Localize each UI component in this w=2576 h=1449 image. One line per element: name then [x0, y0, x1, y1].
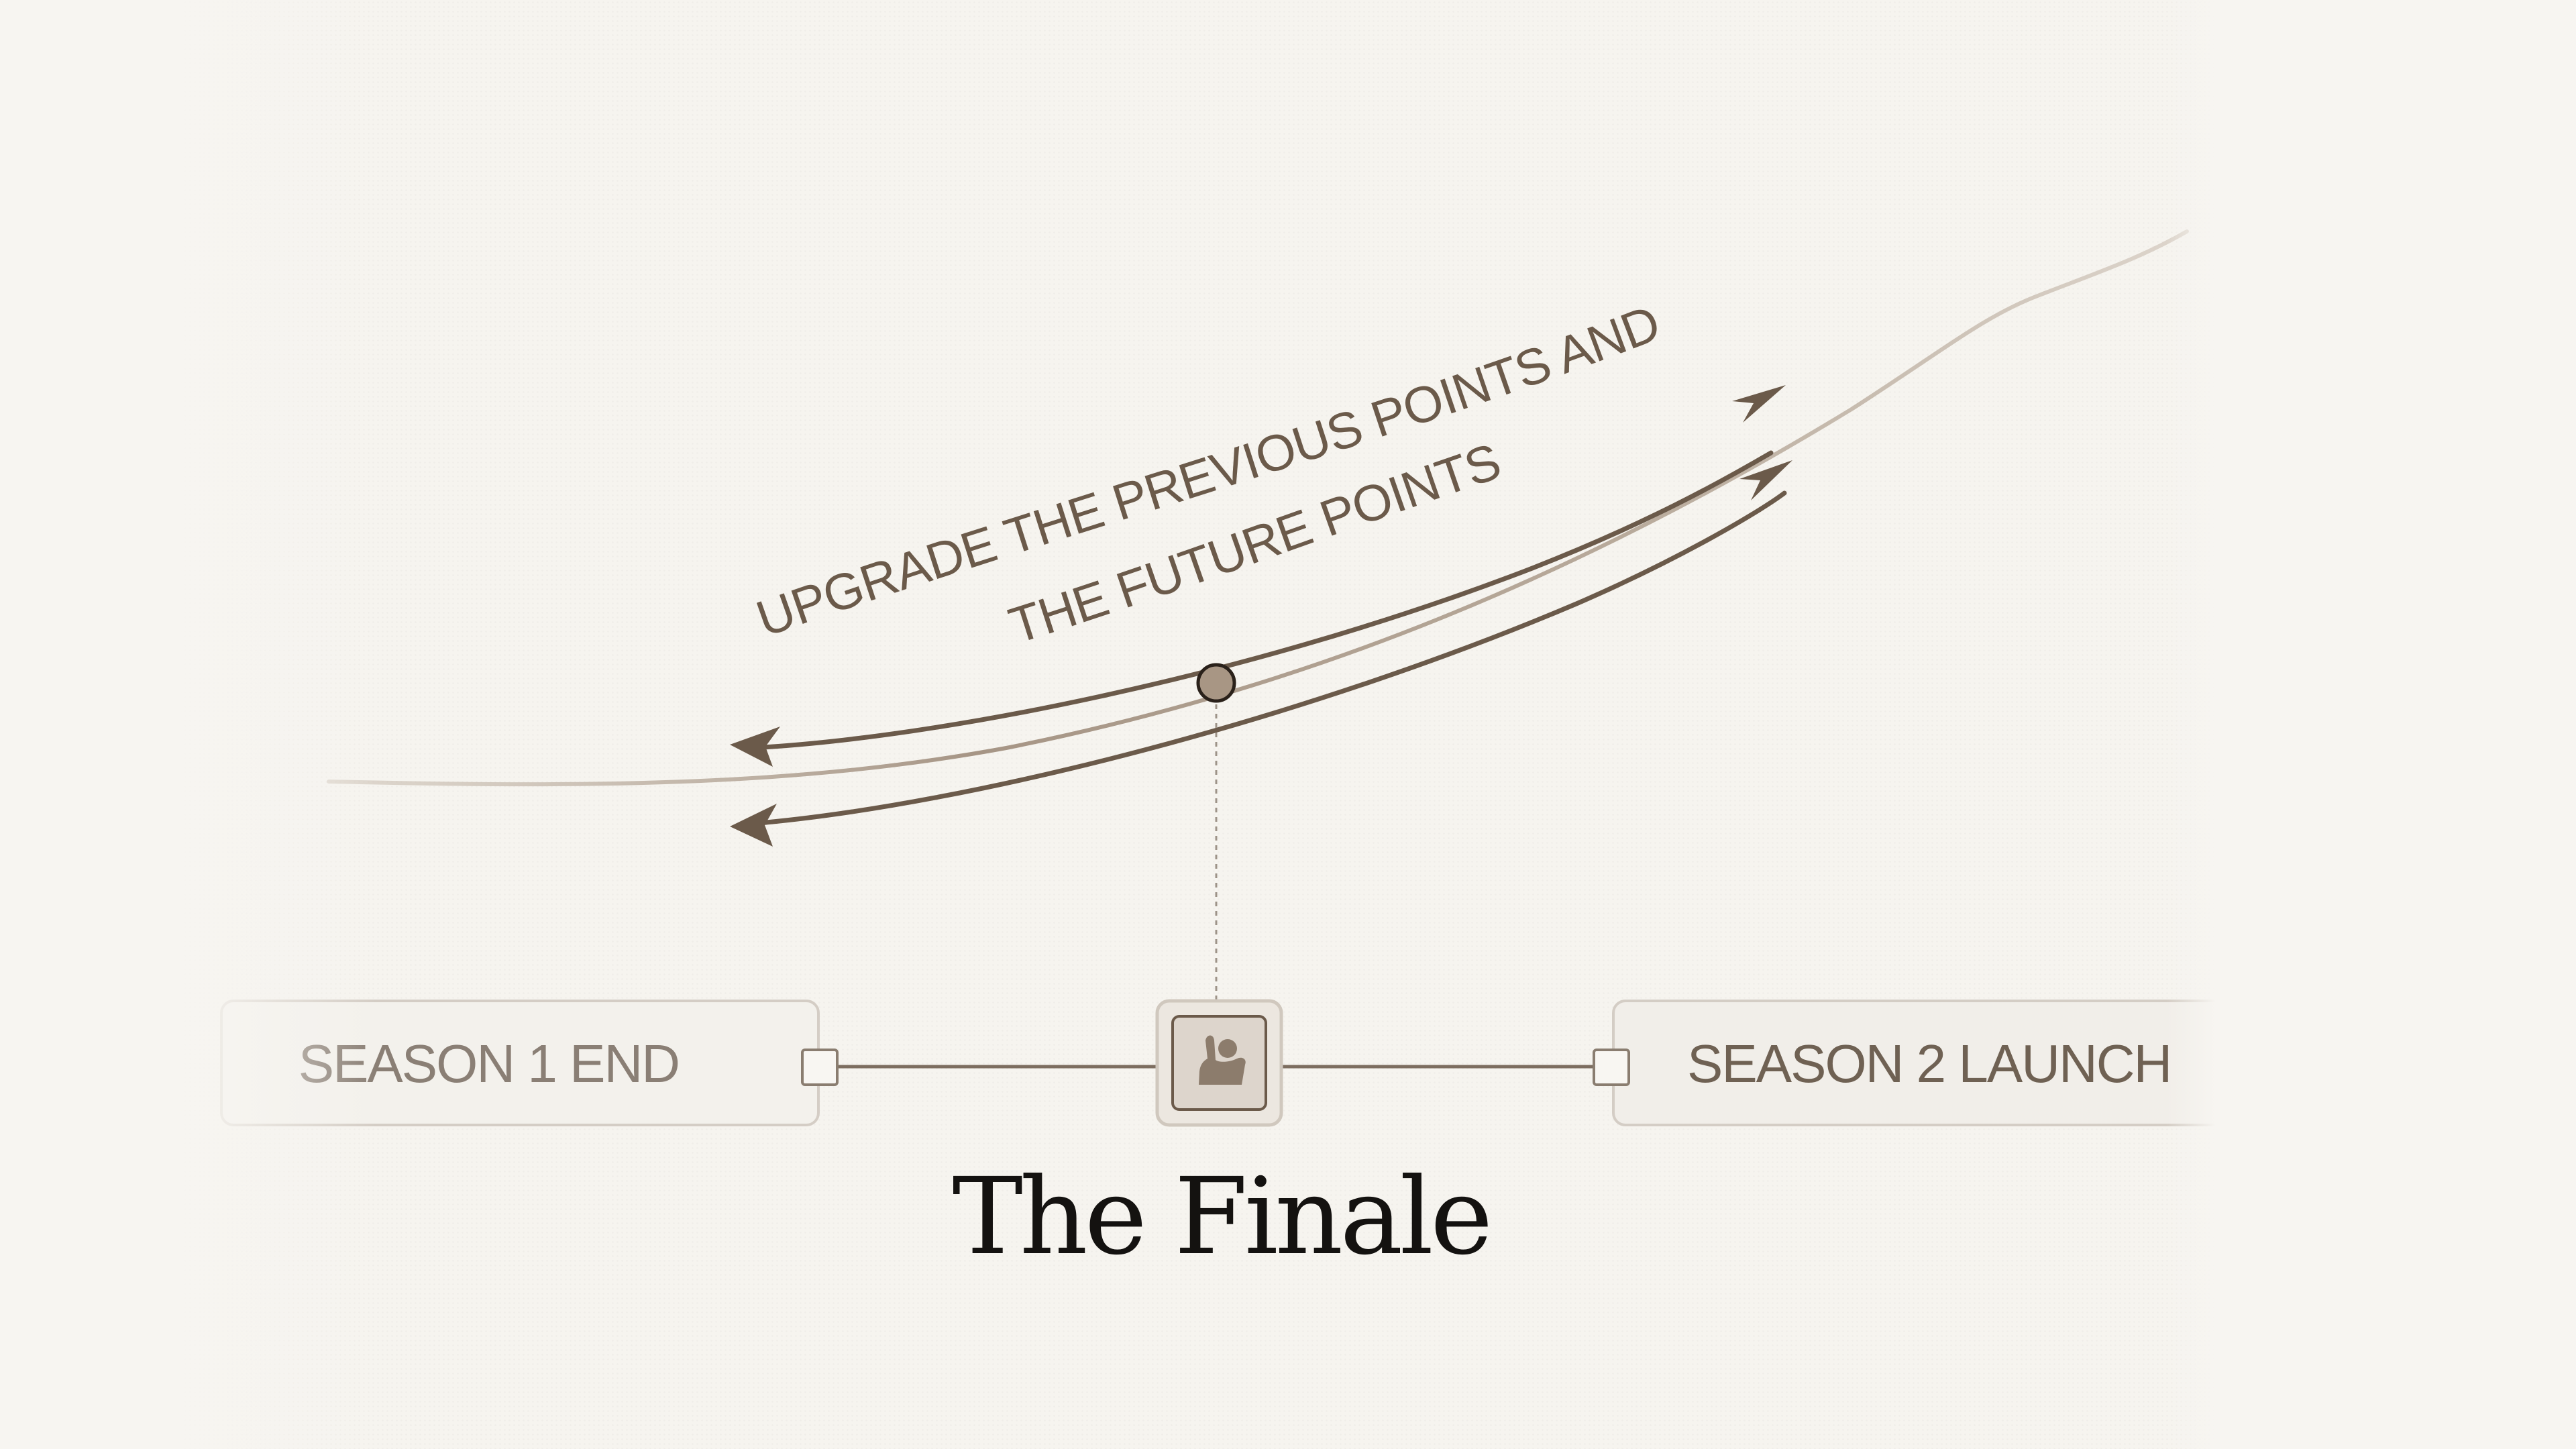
- arrowhead-upper-left: [730, 727, 780, 767]
- arrowhead-lower-left: [730, 804, 777, 847]
- lower-double-arrow: [749, 490, 1787, 826]
- growth-curve: [327, 229, 2189, 787]
- season-1-end-label: SEASON 1 END: [299, 1034, 679, 1093]
- upper-double-arrow: [749, 450, 1774, 751]
- season-1-end-node[interactable]: SEASON 1 END: [220, 1000, 820, 1126]
- raised-hand-icon: [1199, 1035, 1246, 1085]
- season-2-launch-label: SEASON 2 LAUNCH: [1687, 1034, 2171, 1093]
- arrowhead-lower-right: [1739, 460, 1792, 500]
- arrowhead-upper-right: [1732, 385, 1786, 423]
- annotation-line-1: UPGRADE THE PREVIOUS POINTS AND: [749, 294, 1667, 648]
- season-1-end-port[interactable]: [801, 1049, 839, 1086]
- curve-marker-point[interactable]: [1196, 663, 1236, 703]
- season-2-launch-node[interactable]: SEASON 2 LAUNCH: [1612, 1000, 2306, 1126]
- finale-title: The Finale: [952, 1155, 1493, 1279]
- finale-icon-node[interactable]: [1155, 999, 1283, 1127]
- season-2-launch-port[interactable]: [1593, 1049, 1630, 1086]
